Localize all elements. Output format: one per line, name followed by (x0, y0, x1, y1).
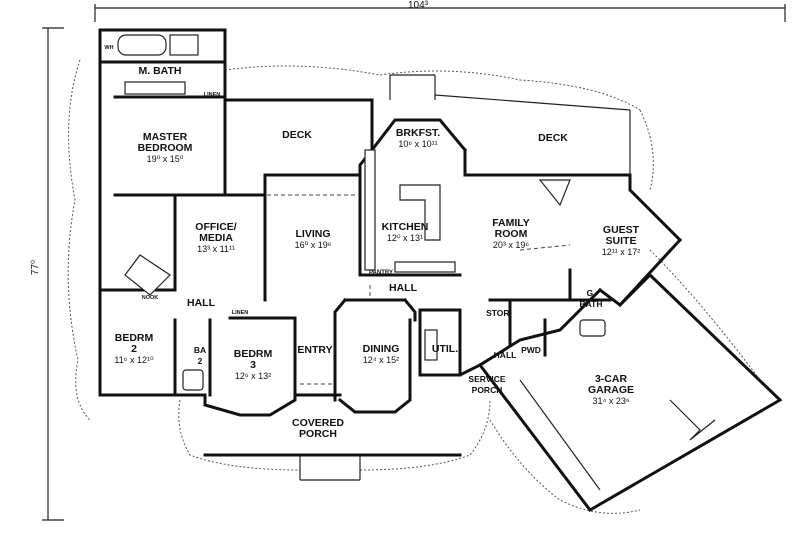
room-utility: UTIL. (431, 343, 459, 355)
landscaping (67, 59, 761, 514)
room-deck-left: DECK (282, 129, 312, 141)
room-hall-small: HALL (493, 350, 517, 360)
nook-label: NOOK (141, 295, 159, 301)
overall-width-dimension: 104³ (408, 0, 429, 11)
room-entry: ENTRY (297, 344, 333, 356)
room-guest-bath: G. BATH (579, 288, 603, 309)
room-bath-2: BA 2 (193, 345, 207, 366)
garage-outline (477, 272, 783, 512)
pantry-label: PANTRY (369, 270, 393, 276)
room-breakfast: BRKFST.10⁶ x 10¹¹ (395, 127, 441, 150)
room-powder: PWD (521, 345, 541, 355)
room-deck-right: DECK (538, 132, 568, 144)
covered-porch (203, 453, 462, 481)
room-hall-center: HALL (389, 282, 417, 294)
linen-label-2: LINEN (231, 310, 249, 316)
room-hall-left: HALL (187, 297, 215, 309)
room-mbath: M. BATH (138, 65, 182, 77)
interior-walls (98, 60, 612, 402)
room-service-porch: SERVICE PORCH (468, 374, 506, 395)
ceiling-lines (267, 194, 571, 385)
water-heater-label: WH (104, 45, 114, 51)
deck-outlines (389, 74, 631, 175)
overall-depth-dimension: 77⁰ (30, 259, 42, 276)
dimension-lines (42, 4, 786, 521)
room-storage: STOR. (486, 308, 512, 318)
room-covered-porch: COVERED PORCH (292, 417, 344, 440)
linen-label: LINEN (203, 92, 221, 98)
fixtures (117, 34, 606, 391)
